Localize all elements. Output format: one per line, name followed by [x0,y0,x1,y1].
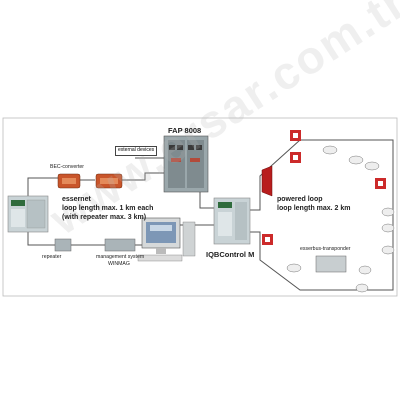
connection-lines [27,139,394,291]
smoke-detectors [286,145,395,293]
iqbcontrol-label: IQBControl M [206,250,255,259]
management-label-line2: WINMAG [108,261,130,267]
bec-converter-right [95,173,123,189]
fap-8008-cabinet [163,135,209,193]
sounder-device [261,165,273,197]
call-point-3 [375,178,386,189]
powered-loop-label-line1: powered loop [277,196,323,203]
bec-converter-label: BEC-converter [50,164,85,170]
call-point-2 [290,152,301,163]
diagram-frame [2,117,398,297]
essernet-label-line2: loop length max. 1 km each [62,205,154,212]
pc-workstation [137,217,196,262]
esserbus-transponder-label: esserbus-transponder [300,246,351,252]
management-box [104,238,136,252]
essernet-label-line3: (with repeater max. 3 km) [62,214,147,221]
repeater-label: repeater [42,254,62,260]
external-devices-label: external devices [115,146,158,156]
call-point-4 [262,234,273,245]
fap-label: FAP 8008 [168,126,202,135]
powered-loop-label-line2: loop length max. 2 km [277,205,351,212]
management-label-line1: management system [96,254,145,260]
bec-converter-left [57,173,81,189]
esserbus-transponder-device [315,255,347,273]
repeater-device [54,238,72,252]
call-point-1 [290,130,301,141]
iqbcontrol-panel [213,197,251,245]
essernet-panel [7,195,49,233]
essernet-label-line1: essernet [62,196,91,203]
